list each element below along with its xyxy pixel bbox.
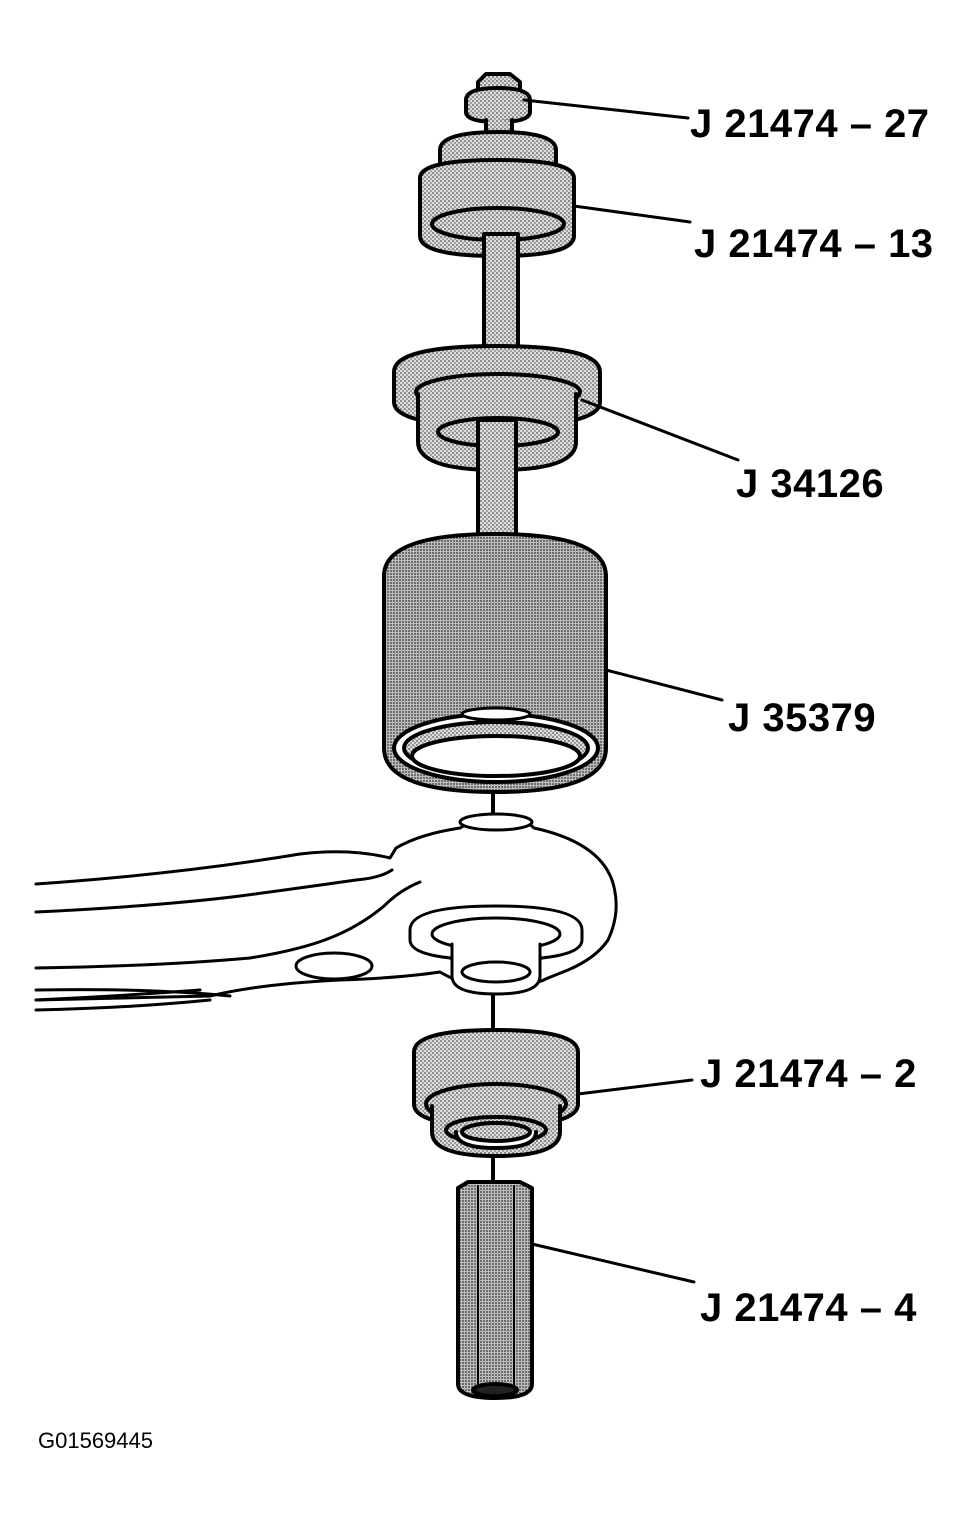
nut-part: [464, 72, 532, 138]
control-arm: [34, 812, 618, 1012]
bolt-part: [456, 1180, 534, 1400]
label-adapter-j21474-2: J 21474 – 2: [700, 1052, 917, 1096]
label-receiver-j35379: J 35379: [728, 696, 877, 740]
washer-part: [418, 130, 576, 258]
upper-rod: [482, 232, 520, 354]
label-installer-j34126: J 34126: [736, 462, 885, 506]
label-bolt-j21474-4: J 21474 – 4: [700, 1286, 917, 1330]
leader-lines: [522, 98, 740, 1284]
receiver-part: [382, 532, 608, 794]
adapter-part: [412, 1028, 580, 1158]
label-nut-j21474-27: J 21474 – 27: [690, 102, 930, 146]
figure-id: G01569445: [38, 1428, 153, 1453]
middle-rod: [476, 418, 518, 550]
label-washer-j21474-13: J 21474 – 13: [694, 222, 934, 266]
